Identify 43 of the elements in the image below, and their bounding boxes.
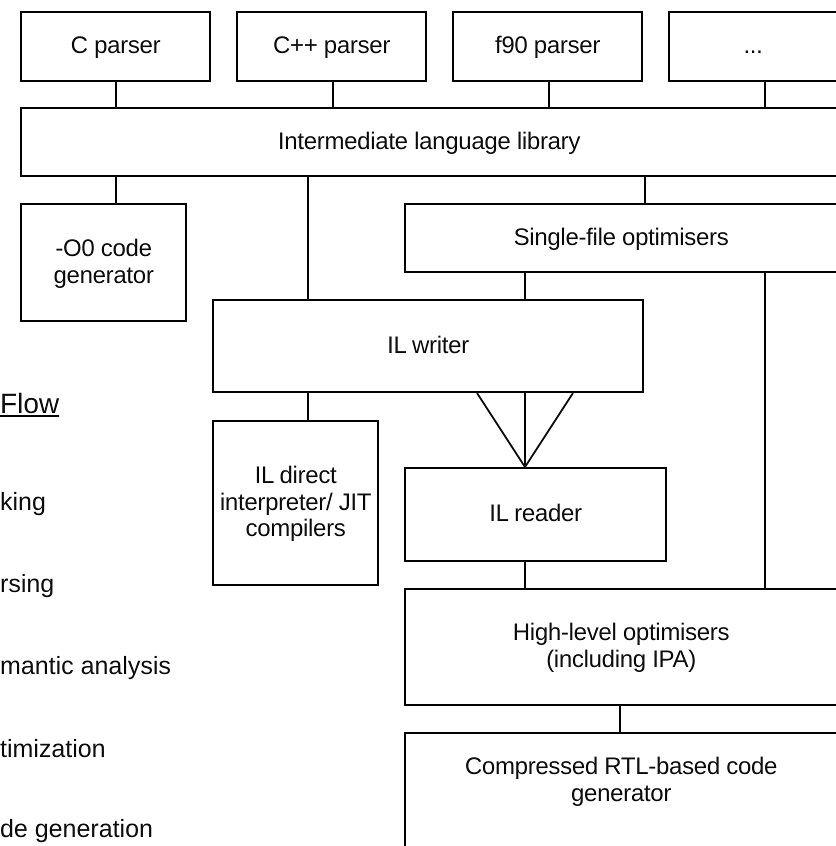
list-item: rsing [0,570,54,599]
list-item: timization [0,735,106,764]
connector-line [524,273,526,299]
connector-line [307,393,309,420]
list-item: de generation [0,815,153,844]
box-label: C parser [70,33,160,60]
process-box [452,11,643,82]
box-label: IL writer [387,332,469,360]
process-box [404,588,836,706]
connector-line [476,392,574,468]
box-label: IL direct interpreter/ JIT compilers [218,462,372,544]
box-label: IL reader [489,501,582,528]
connector-line [619,706,621,732]
section-heading: Flow [0,388,60,420]
process-box [212,299,644,393]
connector-line [764,273,766,588]
box-label: ... [743,33,763,60]
connector-line [644,177,646,203]
process-box [404,467,667,562]
connector-line [307,177,309,299]
connector-line [332,82,334,107]
box-label: Intermediate language library [278,128,580,156]
process-box [404,203,836,273]
connector-line [115,177,117,203]
connector-line [764,82,766,107]
connector-line [524,562,526,588]
connector-line [548,82,550,107]
process-box [236,11,427,82]
process-box [20,107,836,177]
list-item: mantic analysis [0,652,171,681]
box-label: Single-file optimisers [514,224,728,252]
process-box [404,732,836,846]
box-label: High-level optimisers (including IPA) [512,620,730,674]
process-box [668,11,836,82]
process-box [20,11,211,82]
process-box [212,420,379,586]
connector-line [115,82,117,107]
box-label: f90 parser [494,33,600,60]
box-label: -O0 code generator [52,236,155,290]
list-item: king [0,488,46,517]
box-label: Compressed RTL-based code generator [464,754,778,808]
box-label: C++ parser [272,33,390,60]
process-box [20,203,187,322]
